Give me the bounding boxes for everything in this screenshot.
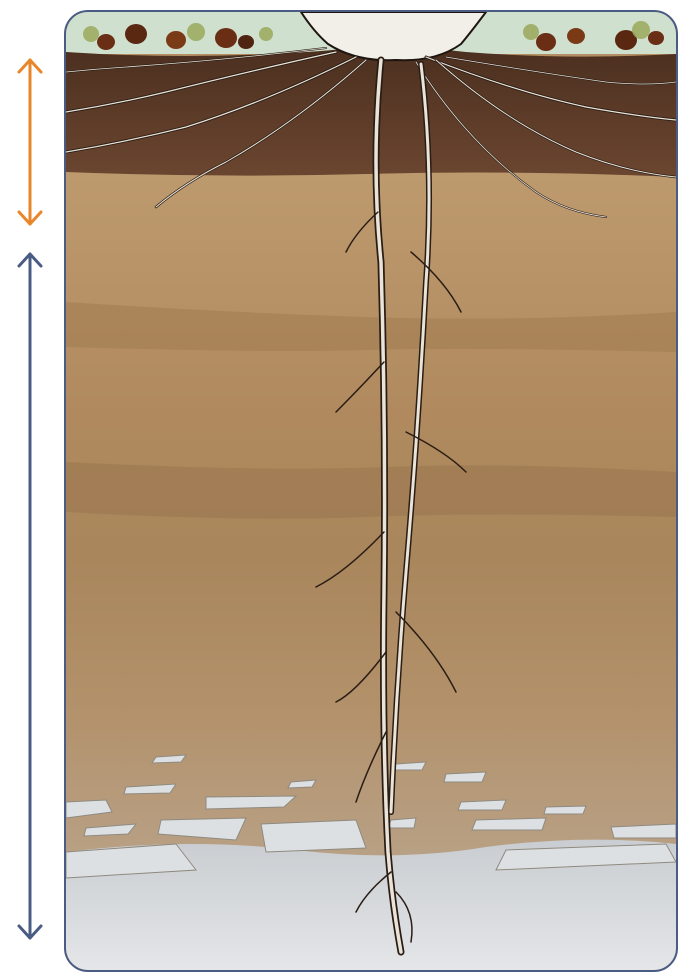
strata-band — [66, 462, 676, 519]
depth-arrows — [0, 0, 64, 978]
topsoil-layer — [66, 42, 676, 177]
subsoil-depth-arrow — [19, 254, 41, 938]
soil-profile-illustration — [66, 12, 676, 970]
subsoil-layer — [66, 172, 676, 872]
topsoil-depth-arrow — [19, 60, 41, 224]
soil-profile-panel — [64, 10, 678, 972]
